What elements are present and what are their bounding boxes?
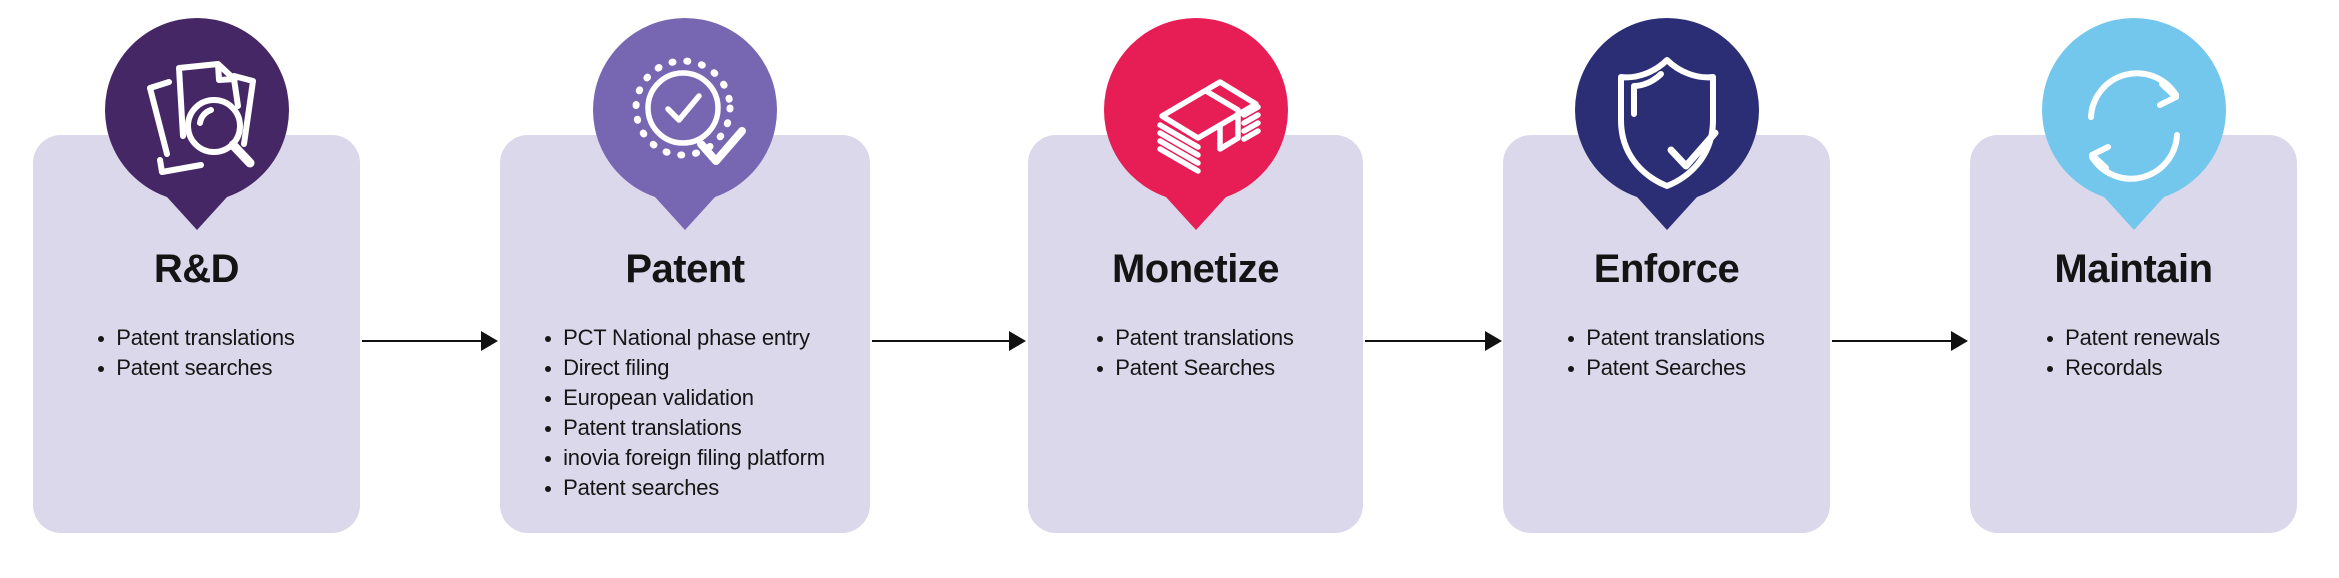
list-item: Patent translations bbox=[1097, 323, 1294, 353]
stage-title: Enforce bbox=[1593, 247, 1740, 291]
list-item-label: Patent translations bbox=[1115, 325, 1294, 350]
list-item: Patent searches bbox=[545, 473, 825, 503]
stage-title: R&D bbox=[153, 247, 240, 291]
list-item: Patent translations bbox=[545, 413, 825, 443]
sync-arrows-icon bbox=[2088, 70, 2180, 182]
bullet-dot bbox=[1568, 336, 1575, 342]
arrow-line bbox=[872, 340, 1012, 342]
stage-title: Monetize bbox=[1111, 247, 1280, 291]
award-badge-check-icon bbox=[632, 57, 746, 165]
list-item-label: Patent Searches bbox=[1115, 355, 1275, 380]
service-list: Patent translations Patent Searches bbox=[1568, 323, 1765, 383]
stage-title: Maintain bbox=[2054, 247, 2213, 291]
flow-arrow-monetize-to-enforce bbox=[1365, 331, 1502, 351]
location-pin-enforce bbox=[1575, 18, 1759, 230]
bullet-dot bbox=[1097, 366, 1104, 372]
arrowhead-icon bbox=[1009, 331, 1026, 351]
list-item-label: Direct filing bbox=[563, 355, 670, 380]
list-item-label: inovia foreign filing platform bbox=[563, 445, 825, 470]
bullet-dot bbox=[545, 336, 552, 342]
list-item-label: Patent searches bbox=[563, 475, 720, 500]
list-item: inovia foreign filing platform bbox=[545, 443, 825, 473]
list-item-label: Patent translations bbox=[116, 325, 295, 350]
stage-card-enforce: Enforce Patent translations Patent Searc… bbox=[1503, 135, 1830, 533]
list-item-label: European validation bbox=[563, 385, 754, 410]
bullet-dot bbox=[98, 336, 105, 342]
list-item: Patent translations bbox=[1568, 323, 1765, 353]
bullet-dot bbox=[2047, 366, 2054, 372]
location-pin-patent bbox=[593, 18, 777, 230]
service-list: Patent renewals Recordals bbox=[2047, 323, 2220, 383]
list-item: Patent renewals bbox=[2047, 323, 2220, 353]
flow-arrow-patent-to-monetize bbox=[872, 331, 1026, 351]
stage-title: Patent bbox=[625, 247, 745, 291]
bullet-dot bbox=[98, 366, 105, 372]
arrowhead-icon bbox=[1485, 331, 1502, 351]
arrow-line bbox=[362, 340, 484, 342]
arrowhead-icon bbox=[1951, 331, 1968, 351]
service-list: PCT National phase entry Direct filing E… bbox=[545, 323, 825, 503]
flow-arrow-enforce-to-maintain bbox=[1832, 331, 1968, 351]
arrowhead-icon bbox=[481, 331, 498, 351]
list-item: Recordals bbox=[2047, 353, 2220, 383]
arrow-line bbox=[1832, 340, 1954, 342]
bullet-dot bbox=[545, 456, 552, 462]
list-item-label: PCT National phase entry bbox=[563, 325, 810, 350]
list-item: Direct filing bbox=[545, 353, 825, 383]
list-item-label: Patent translations bbox=[563, 415, 742, 440]
bullet-dot bbox=[545, 426, 552, 432]
list-item-label: Patent searches bbox=[116, 355, 273, 380]
location-pin-rd bbox=[105, 18, 289, 230]
list-item-label: Patent translations bbox=[1586, 325, 1765, 350]
list-item: Patent searches bbox=[98, 353, 294, 383]
list-item: PCT National phase entry bbox=[545, 323, 825, 353]
service-list: Patent translations Patent Searches bbox=[1097, 323, 1294, 383]
list-item-label: Patent renewals bbox=[2065, 325, 2220, 350]
documents-search-icon bbox=[147, 61, 256, 175]
list-item: European validation bbox=[545, 383, 825, 413]
shield-check-icon bbox=[1618, 57, 1719, 189]
bullet-dot bbox=[1097, 336, 1104, 342]
bullet-dot bbox=[545, 366, 552, 372]
location-pin-monetize bbox=[1104, 18, 1288, 230]
location-pin-maintain bbox=[2042, 18, 2226, 230]
bullet-dot bbox=[2047, 336, 2054, 342]
arrow-line bbox=[1365, 340, 1488, 342]
bullet-dot bbox=[545, 486, 552, 492]
list-item: Patent Searches bbox=[1097, 353, 1293, 383]
service-list: Patent translations Patent searches bbox=[98, 323, 295, 383]
list-item-label: Recordals bbox=[2065, 355, 2163, 380]
flow-arrow-rd-to-patent bbox=[362, 331, 498, 351]
money-stack-icon bbox=[1157, 79, 1261, 174]
bullet-dot bbox=[545, 396, 552, 402]
list-item: Patent Searches bbox=[1568, 353, 1764, 383]
stage-card-patent: Patent PCT National phase entry Direct f… bbox=[500, 135, 870, 533]
bullet-dot bbox=[1568, 366, 1575, 372]
list-item: Patent translations bbox=[98, 323, 295, 353]
list-item-label: Patent Searches bbox=[1586, 355, 1746, 380]
